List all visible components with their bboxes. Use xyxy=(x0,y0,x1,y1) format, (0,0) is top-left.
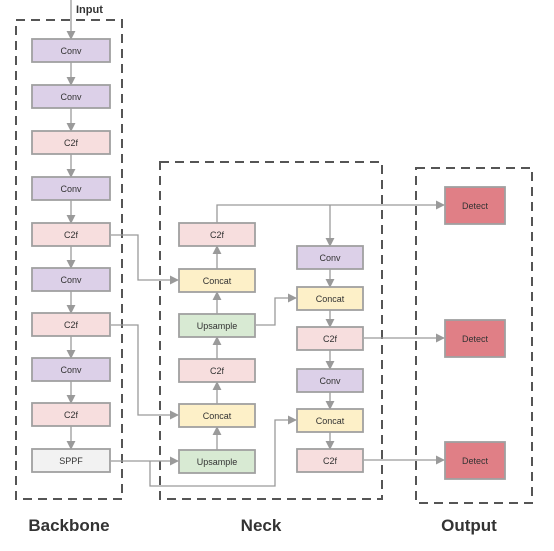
node-box xyxy=(31,38,111,63)
node-b4-conv: Conv xyxy=(31,176,111,201)
neck-group-box xyxy=(159,161,383,500)
neck-nodes: C2f Concat Upsample C2f Concat Upsample … xyxy=(178,222,364,474)
node-label: Conv xyxy=(60,184,82,194)
node-box xyxy=(31,312,111,337)
backbone-label: Backbone xyxy=(28,516,109,535)
node-b7-c2f: C2f xyxy=(31,312,111,337)
node-box xyxy=(296,448,364,473)
node-label: Conv xyxy=(60,365,82,375)
backbone-nodes: Conv Conv C2f Conv C2f Conv C2f Conv xyxy=(31,38,111,473)
node-box xyxy=(178,222,256,247)
node-box xyxy=(31,222,111,247)
node-label: Concat xyxy=(316,294,345,304)
edges xyxy=(66,0,445,487)
neck-label: Neck xyxy=(241,516,282,535)
node-box xyxy=(31,84,111,109)
node-label: C2f xyxy=(323,456,338,466)
node-neck-concat-3: Concat xyxy=(296,286,364,311)
node-label: C2f xyxy=(64,138,79,148)
node-label: Detect xyxy=(462,201,489,211)
node-box xyxy=(444,319,506,358)
node-box xyxy=(296,245,364,270)
node-neck-concat-1: Concat xyxy=(178,268,256,293)
node-box xyxy=(31,357,111,382)
node-b5-c2f: C2f xyxy=(31,222,111,247)
node-label: Detect xyxy=(462,456,489,466)
node-detect-1: Detect xyxy=(444,186,506,225)
node-box xyxy=(31,448,111,473)
node-label: SPPF xyxy=(59,456,83,466)
node-box xyxy=(178,449,256,474)
node-box xyxy=(296,368,364,393)
edge-nup1-ncat3 xyxy=(256,293,297,326)
node-label: C2f xyxy=(64,410,79,420)
node-label: Conv xyxy=(60,92,82,102)
node-neck-c2f-2: C2f xyxy=(178,358,256,383)
node-box xyxy=(296,408,364,433)
node-label: Detect xyxy=(462,334,489,344)
node-box xyxy=(31,267,111,292)
node-box xyxy=(31,176,111,201)
edge-b10-ncat4 xyxy=(149,415,297,487)
node-detect-3: Detect xyxy=(444,441,506,480)
node-label: Conv xyxy=(60,46,82,56)
node-label: Upsample xyxy=(197,457,238,467)
edge-b7-ncat2 xyxy=(111,324,179,420)
node-neck-conv-1: Conv xyxy=(296,245,364,270)
node-label: Conv xyxy=(60,275,82,285)
node-label: Upsample xyxy=(197,321,238,331)
node-box xyxy=(31,130,111,155)
node-box xyxy=(178,268,256,293)
edge-b5-ncat1 xyxy=(111,234,179,285)
node-detect-2: Detect xyxy=(444,319,506,358)
node-label: C2f xyxy=(64,320,79,330)
node-box xyxy=(444,441,506,480)
node-box xyxy=(178,313,256,338)
node-b8-conv: Conv xyxy=(31,357,111,382)
node-box xyxy=(296,286,364,311)
node-box xyxy=(296,326,364,351)
node-b1-conv: Conv xyxy=(31,38,111,63)
node-neck-concat-4: Concat xyxy=(296,408,364,433)
node-box xyxy=(31,402,111,427)
node-b6-conv: Conv xyxy=(31,267,111,292)
node-neck-c2f-3: C2f xyxy=(296,326,364,351)
node-box xyxy=(178,358,256,383)
node-label: Concat xyxy=(203,411,232,421)
node-neck-conv-2: Conv xyxy=(296,368,364,393)
node-neck-c2f-4: C2f xyxy=(296,448,364,473)
backbone-group-box xyxy=(15,19,123,500)
node-label: Concat xyxy=(316,416,345,426)
node-b3-c2f: C2f xyxy=(31,130,111,155)
node-label: C2f xyxy=(210,230,225,240)
node-b9-c2f: C2f xyxy=(31,402,111,427)
output-label: Output xyxy=(441,516,497,535)
node-label: Concat xyxy=(203,276,232,286)
node-label: Conv xyxy=(319,253,341,263)
node-b2-conv: Conv xyxy=(31,84,111,109)
node-box xyxy=(444,186,506,225)
node-label: C2f xyxy=(210,366,225,376)
node-label: C2f xyxy=(64,230,79,240)
node-b10-sppf: SPPF xyxy=(31,448,111,473)
edge-nc2f1-top xyxy=(216,204,330,223)
node-neck-upsample-2: Upsample xyxy=(178,449,256,474)
node-neck-concat-2: Concat xyxy=(178,403,256,428)
node-label: Conv xyxy=(319,376,341,386)
output-nodes: Detect Detect Detect xyxy=(444,186,506,480)
node-neck-c2f-1: C2f xyxy=(178,222,256,247)
input-label: Input xyxy=(76,4,103,16)
node-neck-upsample-1: Upsample xyxy=(178,313,256,338)
node-label: C2f xyxy=(323,334,338,344)
node-box xyxy=(178,403,256,428)
